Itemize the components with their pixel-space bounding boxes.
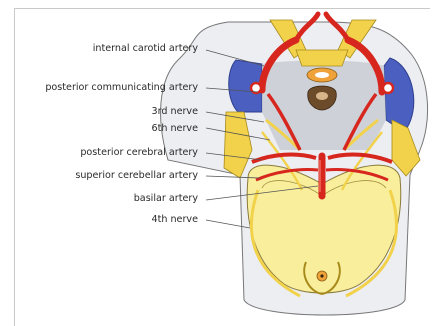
label-sixth-nerve: 6th nerve — [151, 123, 198, 135]
right-carotid-cut — [383, 83, 393, 93]
optic-chiasm — [296, 50, 348, 66]
label-superior-cerebellar-artery: superior cerebellar artery — [75, 170, 198, 182]
central-canal-dot — [320, 274, 323, 277]
label-posterior-communicating-artery: posterior communicating artery — [45, 82, 198, 94]
midbrain-cut-inner — [316, 92, 328, 100]
label-internal-carotid-artery: internal carotid artery — [93, 43, 198, 55]
label-basilar-artery: basilar artery — [134, 193, 198, 205]
pituitary-stalk-core — [315, 72, 329, 78]
label-third-nerve: 3rd nerve — [151, 106, 198, 118]
label-fourth-nerve: 4th nerve — [151, 214, 198, 226]
label-posterior-cerebral-artery: posterior cerebral artery — [80, 147, 198, 159]
